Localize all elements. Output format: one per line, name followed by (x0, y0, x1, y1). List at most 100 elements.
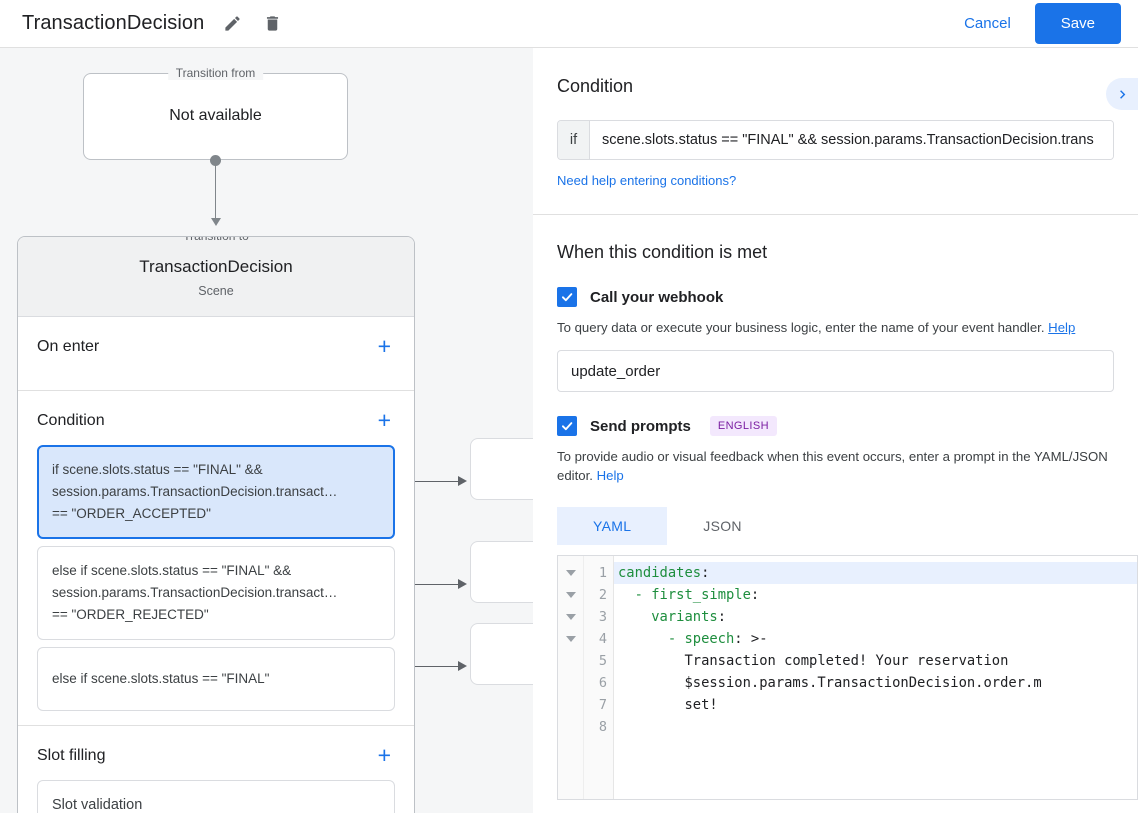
add-condition-button[interactable]: + (374, 409, 395, 432)
condition-list-item[interactable]: if scene.slots.status == "FINAL" && sess… (37, 445, 395, 539)
tab-json[interactable]: JSON (667, 507, 778, 545)
save-button[interactable]: Save (1034, 3, 1121, 44)
editor-line-number: 8 (598, 719, 607, 735)
language-badge: ENGLISH (709, 416, 777, 436)
call-webhook-label: Call your webhook (590, 288, 724, 306)
editor-line-number: 4 (598, 631, 607, 647)
panel-condition-section: Condition if Need help entering conditio… (533, 48, 1138, 190)
condition-details-panel: Condition if Need help entering conditio… (533, 48, 1138, 813)
editor-code-line[interactable]: set! (618, 697, 718, 713)
title-actions (220, 12, 284, 36)
editor-code-line[interactable]: variants: (651, 609, 726, 625)
section-title-slot-filling: Slot filling (37, 746, 106, 764)
condition-edge-line (398, 584, 460, 585)
condition-line: else if scene.slots.status == "FINAL" && (52, 563, 292, 578)
chevron-down-icon[interactable] (565, 592, 576, 598)
editor-line-number: 1 (598, 565, 607, 581)
editor-fold-cell[interactable] (558, 584, 583, 606)
add-slot-filling-button[interactable]: + (374, 744, 395, 767)
webhook-handler-input[interactable] (557, 350, 1114, 392)
condition-line: == "ORDER_ACCEPTED" (52, 506, 211, 521)
editor-line-number: 6 (598, 675, 607, 691)
webhook-hint-text: To query data or execute your business l… (557, 320, 1045, 335)
editor-code-line[interactable]: Transaction completed! Your reservation (618, 653, 1009, 669)
editor-fold-cell[interactable] (558, 628, 583, 650)
panel-heading: Condition (557, 76, 634, 96)
send-prompts-label: Send prompts (590, 417, 691, 435)
condition-edge-line (398, 666, 460, 667)
trash-icon[interactable] (260, 12, 284, 36)
condition-edge-line (398, 481, 460, 482)
condition-list-item[interactable]: else if scene.slots.status == "FINAL" (37, 647, 395, 711)
transition-target-box[interactable] (470, 623, 533, 685)
slot-validation-item[interactable]: Slot validation (37, 780, 395, 813)
chevron-down-icon[interactable] (565, 614, 576, 620)
pencil-icon[interactable] (220, 12, 244, 36)
need-help-conditions-link[interactable]: Need help entering conditions? (557, 173, 737, 188)
condition-line: == "ORDER_REJECTED" (52, 607, 209, 622)
editor-line-number: 3 (598, 609, 607, 625)
section-condition: Condition + if scene.slots.status == "FI… (18, 391, 414, 726)
chevron-down-icon[interactable] (565, 570, 576, 576)
editor-code-line[interactable]: - speech: >- (667, 631, 768, 647)
condition-if-prefix: if (558, 121, 590, 159)
editor-code-line[interactable]: - first_simple: (634, 587, 760, 603)
connector-line-vertical (215, 160, 216, 220)
page-title: TransactionDecision (22, 12, 205, 34)
editor-line-number: 7 (598, 697, 607, 713)
transition-target-box[interactable] (470, 438, 533, 500)
section-title-on-enter: On enter (37, 337, 100, 355)
call-webhook-checkbox[interactable] (557, 287, 577, 307)
transition-from-legend: Transition from (167, 66, 264, 80)
editor-fold-cell (558, 672, 583, 694)
when-condition-met-heading: When this condition is met (557, 242, 768, 262)
condition-edge-arrow (458, 661, 467, 671)
editor-line-number: 5 (598, 653, 607, 669)
add-on-enter-button[interactable]: + (374, 335, 395, 358)
scene-graph-canvas[interactable]: Transition from Not available Transition… (0, 48, 533, 813)
editor-fold-gutter[interactable] (558, 556, 584, 799)
condition-expression-field[interactable]: if (557, 120, 1114, 160)
condition-line: else if scene.slots.status == "FINAL" (52, 671, 270, 686)
scene-card: Transition to TransactionDecision Scene … (17, 236, 415, 813)
webhook-hint: To query data or execute your business l… (557, 318, 1114, 337)
editor-fold-cell (558, 716, 583, 738)
condition-edge-arrow (458, 476, 467, 486)
chevron-down-icon[interactable] (565, 636, 576, 642)
condition-line: session.params.TransactionDecision.trans… (52, 484, 338, 499)
call-webhook-row: Call your webhook (557, 287, 1114, 307)
editor-format-tabs: YAML JSON (557, 507, 1114, 545)
editor-fold-cell[interactable] (558, 606, 583, 628)
section-slot-filling: Slot filling + Slot validation (18, 726, 414, 813)
prompts-hint-text: To provide audio or visual feedback when… (557, 449, 1108, 483)
section-on-enter: On enter + (18, 317, 414, 391)
scene-card-header: Transition to TransactionDecision Scene (18, 237, 414, 317)
connector-arrow-down (211, 218, 221, 226)
condition-list-item[interactable]: else if scene.slots.status == "FINAL" &&… (37, 546, 395, 640)
scene-name: TransactionDecision (139, 257, 293, 276)
transition-to-legend: Transition to (175, 237, 257, 243)
top-app-bar: TransactionDecision Cancel Save (0, 0, 1138, 48)
transition-from-value: Not available (169, 107, 262, 124)
send-prompts-checkbox[interactable] (557, 416, 577, 436)
cancel-button[interactable]: Cancel (950, 6, 1025, 41)
chevron-right-icon[interactable] (1106, 78, 1138, 110)
condition-expression-input[interactable] (590, 121, 1113, 159)
editor-code-line[interactable]: $session.params.TransactionDecision.orde… (618, 675, 1042, 691)
webhook-help-link[interactable]: Help (1048, 320, 1076, 335)
condition-line: session.params.TransactionDecision.trans… (52, 585, 338, 600)
editor-code-line[interactable]: candidates: (614, 562, 1137, 584)
editor-code-line[interactable] (614, 716, 1137, 738)
condition-line: if scene.slots.status == "FINAL" && (52, 462, 263, 477)
editor-fold-cell (558, 694, 583, 716)
tab-yaml[interactable]: YAML (557, 507, 668, 545)
editor-fold-cell[interactable] (558, 562, 583, 584)
prompts-help-link[interactable]: Help (596, 468, 624, 483)
editor-fold-cell (558, 650, 583, 672)
transition-target-box[interactable] (470, 541, 533, 603)
prompts-hint: To provide audio or visual feedback when… (557, 447, 1114, 485)
send-prompts-row: Send prompts ENGLISH (557, 416, 1114, 436)
editor-code-area[interactable]: candidates: - first_simple: variants: - … (614, 556, 1137, 799)
